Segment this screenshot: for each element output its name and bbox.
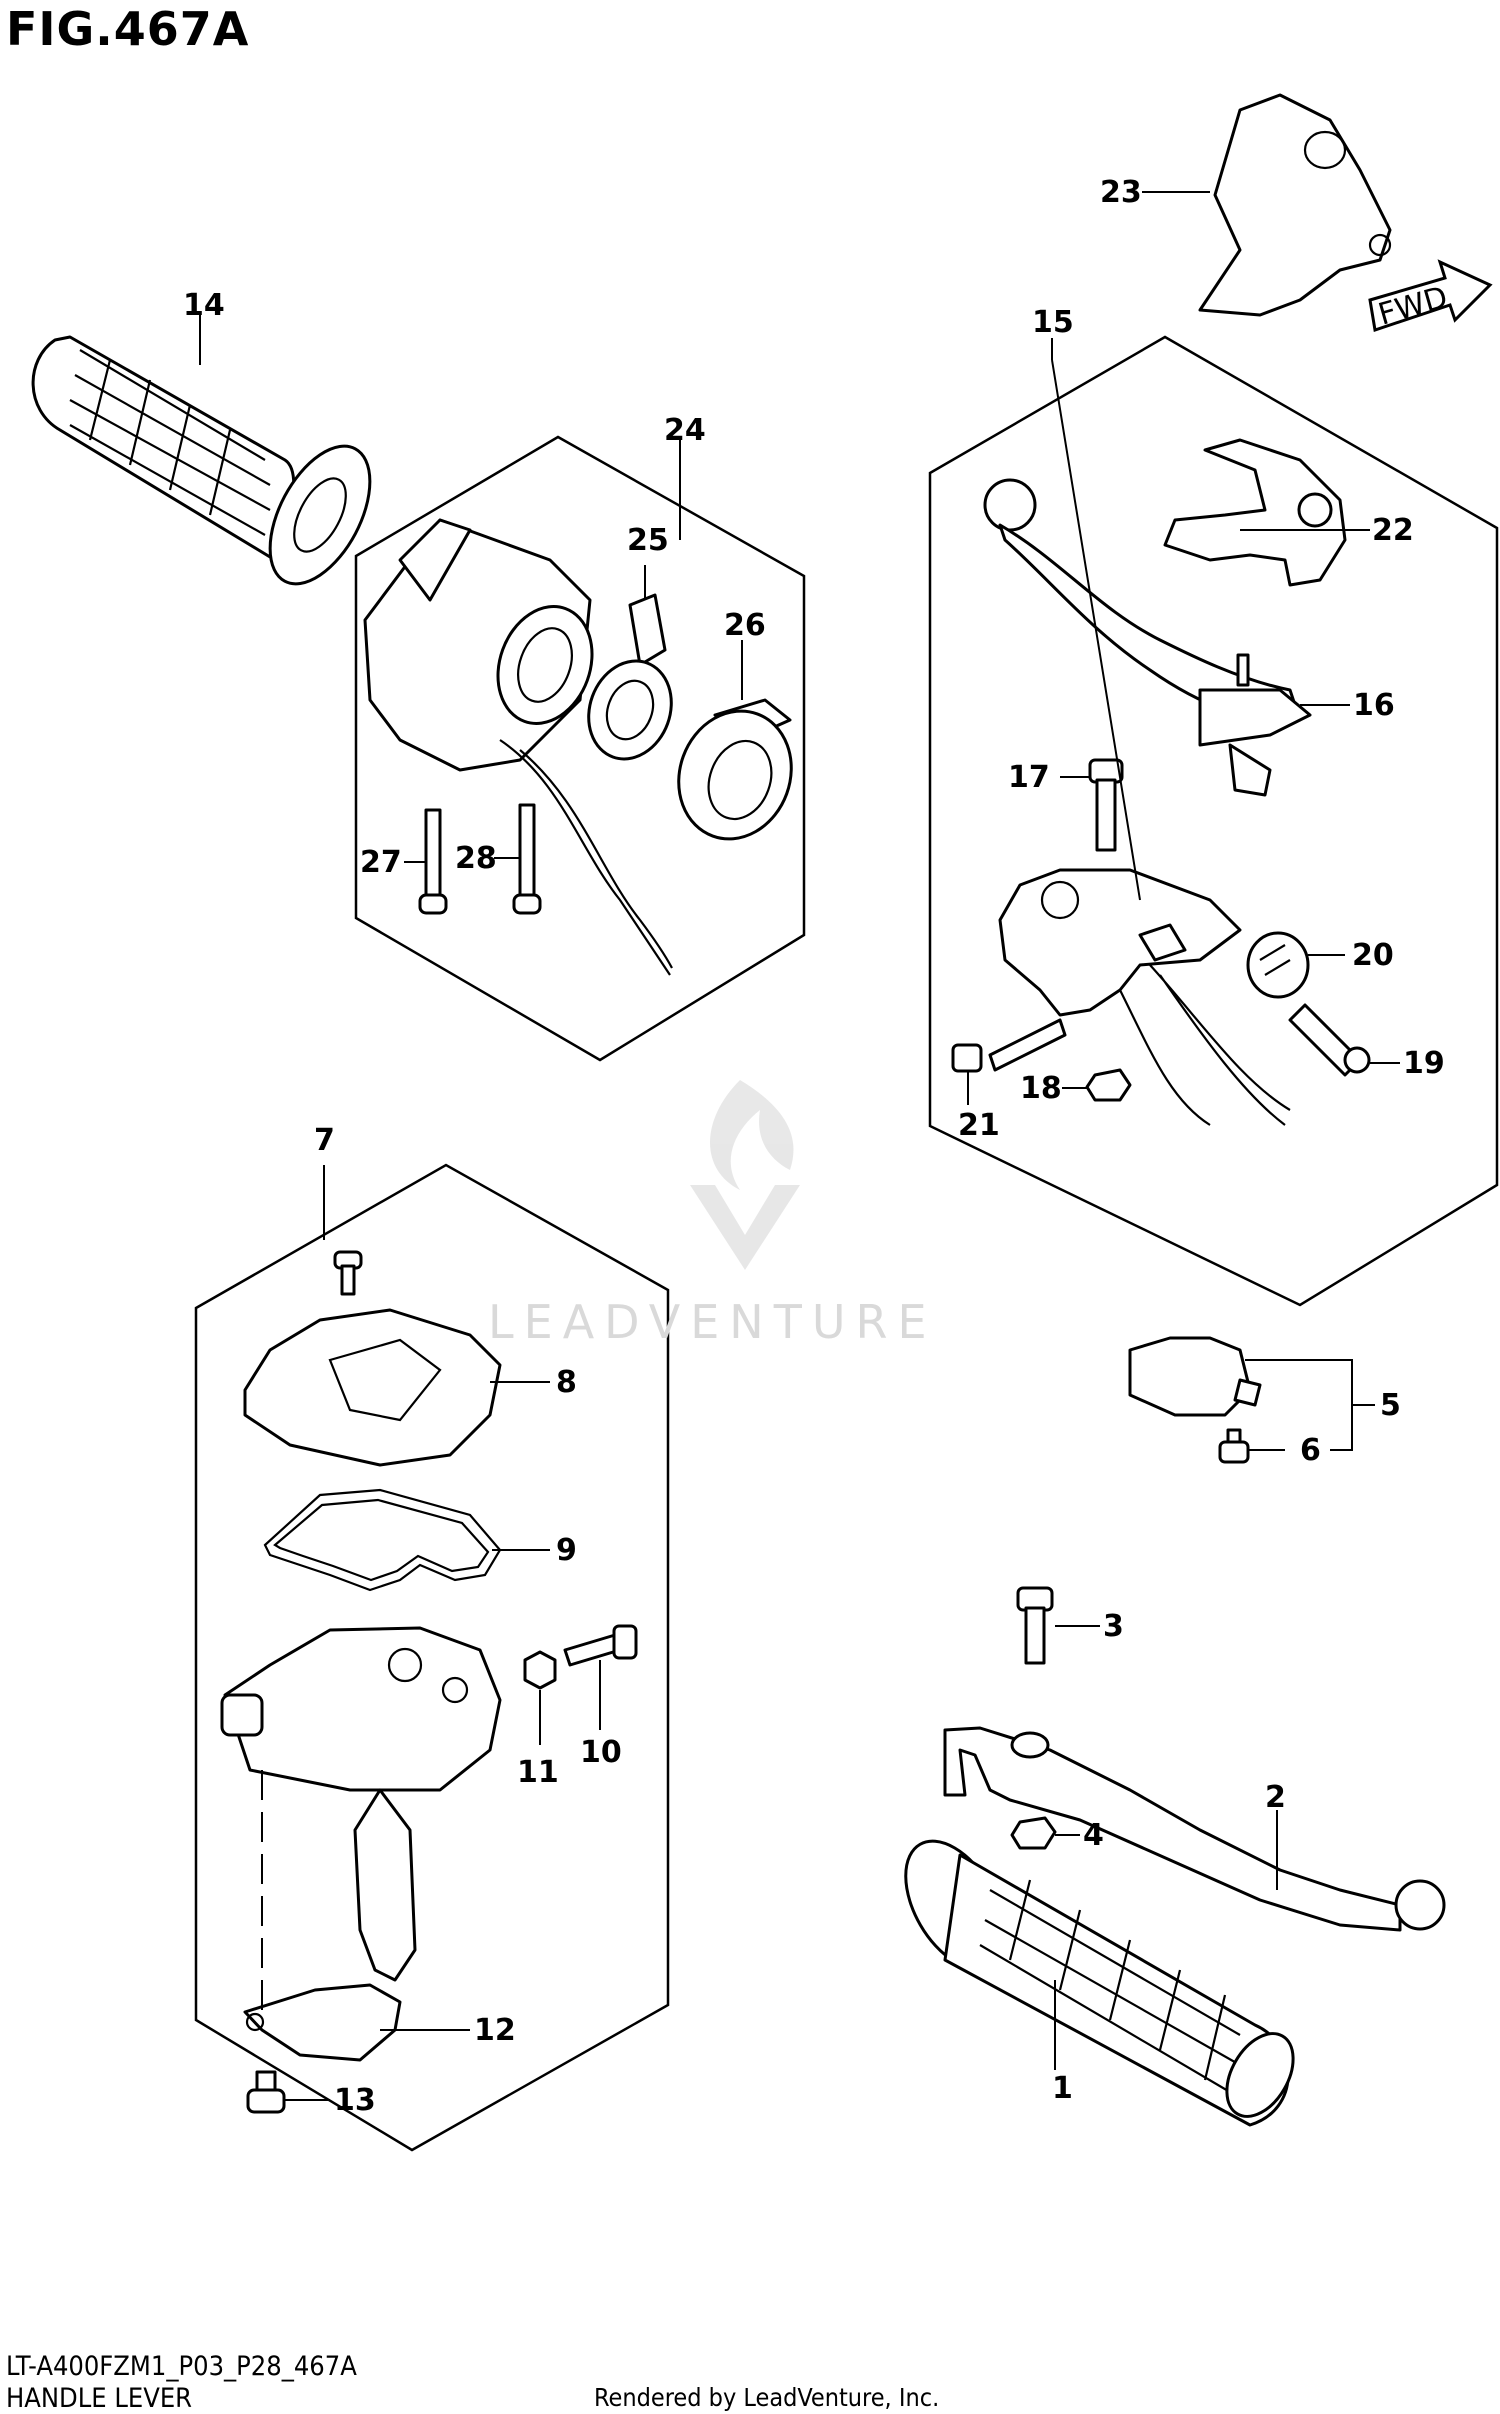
group-frame-24	[354, 435, 806, 1062]
callout-19: 19	[1403, 1046, 1445, 1081]
callout-4: 4	[1083, 1818, 1104, 1853]
grip-right-part	[904, 1839, 1295, 2127]
callout-17: 17	[1008, 760, 1050, 795]
group-frame-7	[194, 1163, 670, 2152]
callout-12: 12	[474, 2013, 516, 2048]
callout-23: 23	[1100, 175, 1142, 210]
callout-2: 2	[1265, 1780, 1286, 1815]
callout-3: 3	[1103, 1609, 1124, 1644]
callout-27: 27	[360, 845, 402, 880]
switch-knob-part	[587, 593, 673, 761]
callout-7: 7	[314, 1123, 335, 1158]
switch-assembly-part	[363, 518, 673, 976]
screw-28-part	[512, 803, 542, 915]
watermark-logo	[690, 1080, 800, 1270]
cap-20-part	[1246, 931, 1310, 999]
fwd-arrow-icon: FWD	[1368, 259, 1493, 333]
callout-8: 8	[556, 1365, 577, 1400]
bolt-19-part	[1288, 1003, 1371, 1077]
bolt-21-part	[951, 1018, 1067, 1073]
gasket-9-part	[263, 1488, 502, 1592]
figure-title: FIG.467A	[6, 2, 250, 56]
switch-collar-part	[677, 698, 793, 841]
callout-15: 15	[1032, 305, 1074, 340]
callout-21: 21	[958, 1108, 1000, 1143]
cover-12-part	[243, 1983, 402, 2062]
screw-27-part	[418, 808, 448, 915]
callout-25: 25	[627, 523, 669, 558]
clutch-lever-part	[943, 1726, 1446, 1932]
render-credit: Rendered by LeadVenture, Inc.	[594, 2383, 940, 2412]
leader-lines	[199, 191, 1400, 2101]
callout-5: 5	[1380, 1388, 1401, 1423]
master-cylinder-part	[998, 868, 1291, 1126]
grip-left-part	[31, 335, 372, 586]
callout-11: 11	[517, 1755, 559, 1790]
screw-10-part	[563, 1624, 638, 1667]
callout-labels: 1 2 3 4 5 6 7 8 9 10 11 12 13 14 15 16 1…	[183, 175, 1445, 2118]
throttle-housing-part	[220, 1626, 502, 1982]
callout-18: 18	[1020, 1071, 1062, 1106]
screw-6-part	[1218, 1428, 1250, 1464]
callout-16: 16	[1353, 688, 1395, 723]
callout-14: 14	[183, 288, 225, 323]
bolt-3-part	[1016, 1586, 1054, 1665]
callout-13: 13	[334, 2083, 376, 2118]
callout-26: 26	[724, 608, 766, 643]
bolt-17-part	[1088, 758, 1124, 852]
screw-13-part	[246, 2070, 286, 2114]
figure-code: LT-A400FZM1_P03_P28_467A	[6, 2351, 357, 2382]
cover-8-part	[243, 1308, 502, 1467]
switch-bracket-22-part	[1163, 438, 1347, 587]
lever-pivot-16-part	[1198, 653, 1312, 797]
callout-22: 22	[1372, 513, 1414, 548]
callout-1: 1	[1052, 2071, 1073, 2106]
callout-20: 20	[1352, 938, 1394, 973]
figure-caption: HANDLE LEVER	[6, 2383, 193, 2414]
screw-top-part	[333, 1250, 363, 1296]
watermark-text: LEADVENTURE	[488, 1295, 937, 1349]
callout-6: 6	[1300, 1433, 1321, 1468]
fwd-label: FWD	[1375, 280, 1452, 333]
callout-9: 9	[556, 1533, 577, 1568]
nut-11-part	[523, 1650, 557, 1690]
lever-cover-part	[1198, 93, 1392, 317]
callout-28: 28	[455, 841, 497, 876]
group-frame-15	[928, 335, 1499, 1307]
callout-24: 24	[664, 413, 706, 448]
brake-switch-part	[1128, 1336, 1262, 1417]
nut-18-part	[1085, 1068, 1132, 1102]
callout-10: 10	[580, 1735, 622, 1770]
nut-4-part	[1010, 1816, 1057, 1850]
